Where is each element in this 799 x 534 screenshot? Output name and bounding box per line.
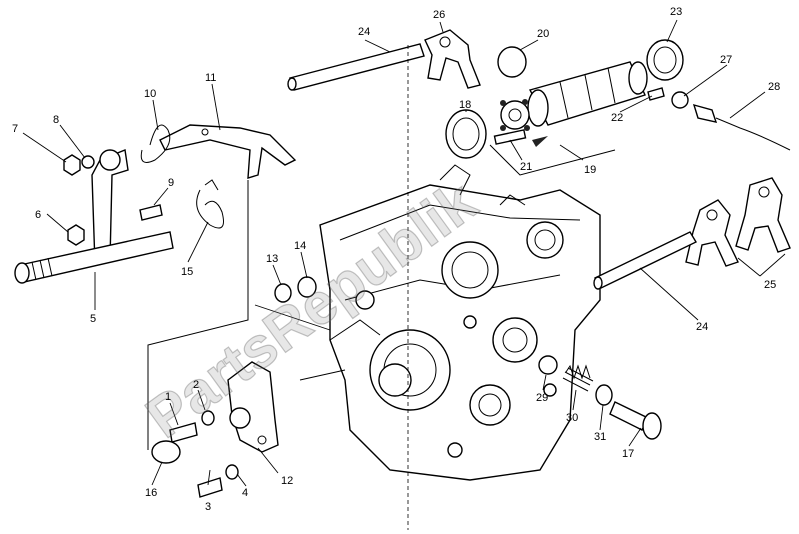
bolt-9 bbox=[139, 204, 163, 221]
fork-shaft-24-right bbox=[593, 231, 697, 290]
seal-16 bbox=[151, 440, 181, 464]
neutral-switch-28 bbox=[692, 103, 791, 151]
shift-drum bbox=[493, 61, 648, 147]
spring-30 bbox=[562, 364, 594, 392]
callout-20: 20 bbox=[537, 28, 549, 40]
spring-10 bbox=[140, 124, 171, 163]
callout-14: 14 bbox=[294, 240, 306, 252]
callout-13: 13 bbox=[266, 253, 278, 265]
spring-15 bbox=[196, 179, 224, 229]
callout-4: 4 bbox=[242, 487, 248, 499]
washer-2 bbox=[201, 410, 215, 426]
shift-fork-26 bbox=[424, 29, 481, 89]
callout-21: 21 bbox=[520, 161, 532, 173]
nut-6 bbox=[67, 224, 85, 246]
washer-13 bbox=[274, 283, 292, 303]
selector-plate-11 bbox=[159, 124, 297, 179]
washer-8 bbox=[81, 155, 95, 169]
plug-17 bbox=[609, 401, 662, 440]
washer-31 bbox=[595, 384, 613, 406]
callout-labels: 1 2 3 4 5 6 7 8 9 10 11 12 13 14 15 16 1… bbox=[12, 6, 780, 513]
callout-12: 12 bbox=[281, 475, 293, 487]
callout-23: 23 bbox=[670, 6, 682, 18]
callout-15: 15 bbox=[181, 266, 193, 278]
callout-19: 19 bbox=[584, 164, 596, 176]
callout-2: 2 bbox=[193, 379, 199, 391]
washer-4 bbox=[225, 464, 239, 480]
callout-5: 5 bbox=[90, 313, 96, 325]
callout-24-right: 24 bbox=[696, 321, 708, 333]
pawl-plate-12 bbox=[227, 361, 279, 453]
callout-25: 25 bbox=[764, 279, 776, 291]
callout-28: 28 bbox=[768, 81, 780, 93]
callout-6: 6 bbox=[35, 209, 41, 221]
pin-22 bbox=[647, 87, 665, 101]
bolt-1 bbox=[169, 422, 198, 443]
callout-18: 18 bbox=[459, 99, 471, 111]
ball-29 bbox=[538, 355, 558, 375]
bearing-23 bbox=[646, 39, 684, 81]
callout-29: 29 bbox=[536, 392, 548, 404]
callout-10: 10 bbox=[144, 88, 156, 100]
callout-30: 30 bbox=[566, 412, 578, 424]
callout-26: 26 bbox=[433, 9, 445, 21]
bolt-3 bbox=[197, 477, 223, 498]
fork-shaft-24-top bbox=[287, 43, 425, 91]
callout-7: 7 bbox=[12, 123, 18, 135]
callout-27: 27 bbox=[720, 54, 732, 66]
guide-lines bbox=[147, 45, 616, 530]
callout-22: 22 bbox=[611, 112, 623, 124]
callout-24-top: 24 bbox=[358, 26, 370, 38]
lever-5 bbox=[14, 149, 174, 284]
callout-31: 31 bbox=[594, 431, 606, 443]
nut-7 bbox=[63, 154, 81, 176]
bearing-18 bbox=[445, 109, 487, 159]
callout-17: 17 bbox=[622, 448, 634, 460]
callout-8: 8 bbox=[53, 114, 59, 126]
callout-16: 16 bbox=[145, 487, 157, 499]
callout-11: 11 bbox=[205, 72, 216, 84]
gearbox-case bbox=[319, 164, 601, 481]
shift-forks-25 bbox=[685, 177, 791, 267]
circlip-20 bbox=[497, 46, 527, 78]
callout-9: 9 bbox=[168, 177, 174, 189]
callout-1: 1 bbox=[165, 391, 171, 403]
leader-lines bbox=[22, 19, 786, 487]
callout-3: 3 bbox=[205, 501, 211, 513]
